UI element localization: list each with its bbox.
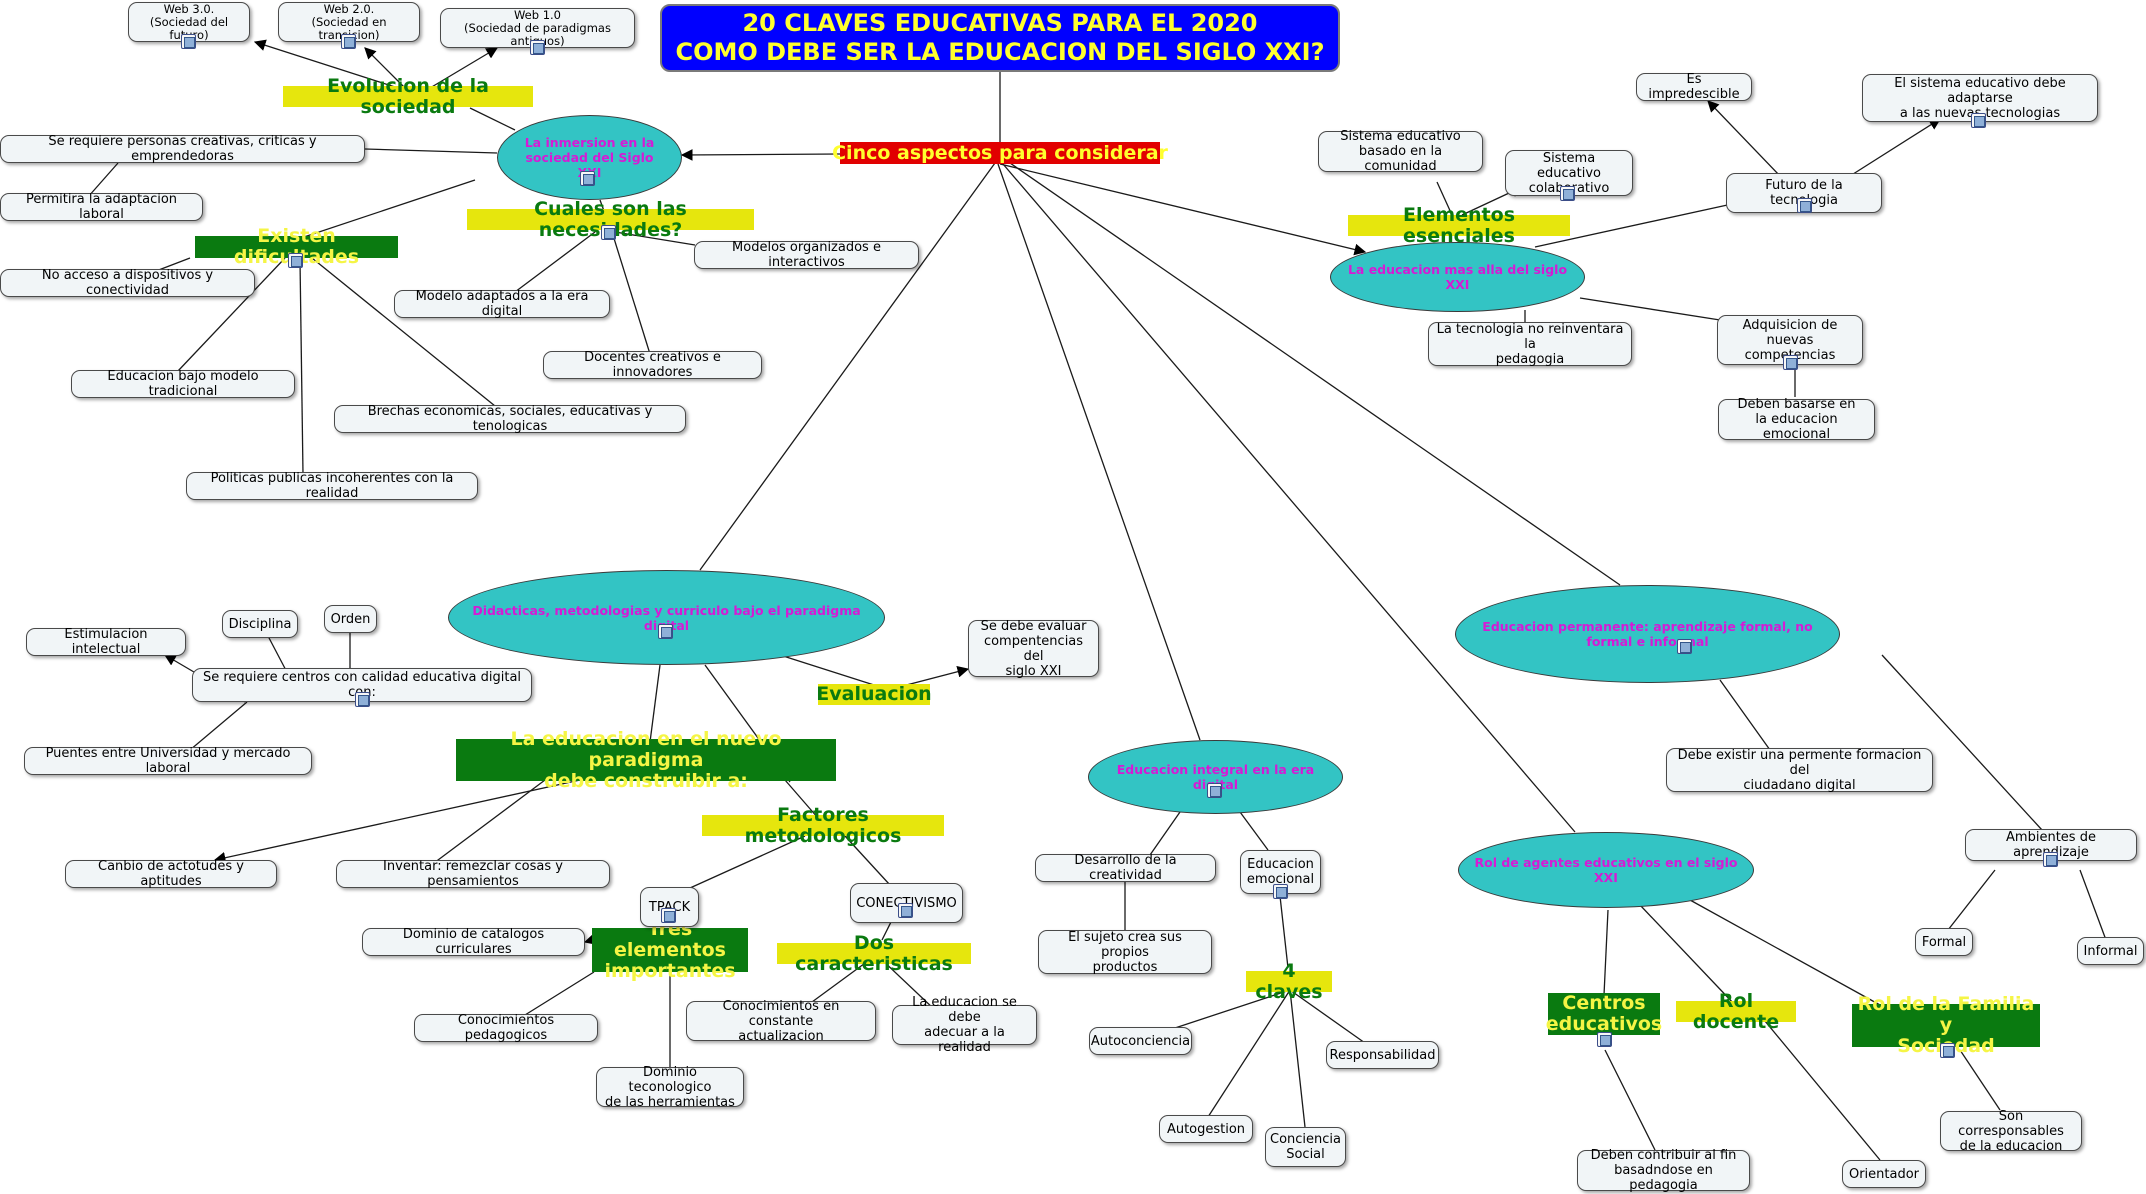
node-adaptacion[interactable]: Permitira la adaptacion laboral <box>0 192 203 222</box>
node-creatividad[interactable]: Desarrollo de la creatividad <box>1035 853 1216 883</box>
node-no-reinventara[interactable]: La tecnologia no reinventara la pedagogi… <box>1428 322 1632 367</box>
node-impredecible[interactable]: Es impredescible <box>1636 72 1752 102</box>
node-pedagogicos[interactable]: Conocimientos pedagogicos <box>414 1013 598 1043</box>
note-icon[interactable] <box>898 903 913 918</box>
label-rol-docente: Rol docente <box>1676 990 1796 1032</box>
label-dos-caracteristicas: Dos caracteristicas <box>777 932 971 974</box>
note-icon[interactable] <box>1677 639 1692 654</box>
label-factores: Factores metodologicos <box>702 804 944 846</box>
node-productos[interactable]: El sujeto crea sus propios productos <box>1038 930 1212 975</box>
topic-agentes[interactable]: Rol de agentes educativos en el siglo XX… <box>1458 832 1754 908</box>
label-evolucion: Evolucion de la sociedad <box>283 75 533 117</box>
node-creativas[interactable]: Se requiere personas creativas, criticas… <box>0 134 365 164</box>
node-conciencia-social[interactable]: Conciencia Social <box>1265 1127 1346 1167</box>
map-title-line1: 20 CLAVES EDUCATIVAS PARA EL 2020 <box>742 9 1258 37</box>
label-evaluacion: Evaluacion <box>816 683 932 705</box>
node-politicas[interactable]: Politicas publicas incoherentes con la r… <box>186 471 478 501</box>
note-icon[interactable] <box>1597 1032 1612 1047</box>
node-tecnologico[interactable]: Dominio teconologico de las herramientas <box>596 1065 744 1110</box>
label-esenciales: Elementos esenciales <box>1348 204 1570 246</box>
note-icon[interactable] <box>1273 884 1288 899</box>
node-modelo-adaptados[interactable]: Modelo adaptados a la era digital <box>394 289 610 319</box>
node-tradicional[interactable]: Educacion bajo modelo tradicional <box>71 369 295 399</box>
node-responsables[interactable]: Son corresponsables de la educacion <box>1940 1109 2082 1154</box>
node-catalogos[interactable]: Dominio de catalogos curriculares <box>362 927 585 957</box>
node-puentes[interactable]: Puentes entre Universidad y mercado labo… <box>24 746 312 776</box>
label-cuatro-claves: 4 claves <box>1246 960 1332 1002</box>
node-web3[interactable]: Web 3.0. (Sociedad del futuro) <box>128 2 250 42</box>
node-adecuar[interactable]: La educacion se debe adecuar a la realid… <box>892 995 1037 1055</box>
note-icon[interactable] <box>1797 198 1812 213</box>
note-icon[interactable] <box>1783 355 1798 370</box>
note-icon[interactable] <box>530 40 545 55</box>
node-orientador[interactable]: Orientador <box>1842 1160 1926 1188</box>
topic-permanente[interactable]: Educacion permanente: aprendizaje formal… <box>1455 585 1840 683</box>
topic-inmersion[interactable]: La inmersion en la sociedad del Siglo XX… <box>497 115 682 200</box>
node-basarse[interactable]: Deben basarse en la educacion emocional <box>1718 397 1875 442</box>
note-icon[interactable] <box>1560 186 1575 201</box>
node-actitudes[interactable]: Canbio de actotudes y aptitudes <box>65 859 277 889</box>
label-centros: Centros educativos <box>1545 992 1663 1035</box>
label-nuevo-paradigma: La educacion en el nuevo paradigma debe … <box>456 728 836 791</box>
note-icon[interactable] <box>181 34 196 49</box>
node-emocional[interactable]: Educacion emocional <box>1240 850 1321 894</box>
note-icon[interactable] <box>1971 113 1986 128</box>
node-autogestion[interactable]: Autogestion <box>1159 1115 1253 1143</box>
node-centros-calidad[interactable]: Se requiere centros con calidad educativ… <box>192 668 532 702</box>
topic-mas-alla[interactable]: La educacion mas alla del siglo XXI <box>1330 242 1585 312</box>
node-estimulacion[interactable]: Estimulacion intelectual <box>26 627 186 657</box>
topic-didacticas[interactable]: Didacticas, metodologias y curriculo baj… <box>448 570 885 665</box>
node-no-acceso[interactable]: No acceso a dispositivos y conectividad <box>0 268 255 298</box>
node-inventar[interactable]: Inventar: remezclar cosas y pensamientos <box>336 859 610 889</box>
node-brechas[interactable]: Brechas economicas, sociales, educativas… <box>334 404 686 434</box>
note-icon[interactable] <box>580 171 595 186</box>
note-icon[interactable] <box>1207 783 1222 798</box>
node-docentes-creativos[interactable]: Docentes creativos e innovadores <box>543 350 762 380</box>
note-icon[interactable] <box>658 624 673 639</box>
note-icon[interactable] <box>661 908 676 923</box>
node-responsabilidad[interactable]: Responsabilidad <box>1326 1041 1439 1069</box>
node-autoconciencia[interactable]: Autoconciencia <box>1089 1027 1192 1055</box>
node-constante[interactable]: Conocimientos en constante actualizacion <box>686 999 876 1044</box>
note-icon[interactable] <box>1940 1043 1955 1058</box>
node-formacion[interactable]: Debe existir una permente formacion del … <box>1666 748 1933 793</box>
note-icon[interactable] <box>601 225 616 240</box>
map-title-line2: COMO DEBE SER LA EDUCACION DEL SIGLO XXI… <box>675 38 1325 66</box>
node-modelos-organizados[interactable]: Modelos organizados e interactivos <box>694 240 919 270</box>
node-adaptarse[interactable]: El sistema educativo debe adaptarse a la… <box>1862 74 2098 122</box>
note-icon[interactable] <box>288 253 303 268</box>
node-formal[interactable]: Formal <box>1915 928 1973 956</box>
node-sistema-comunidad[interactable]: Sistema educativo basado en la comunidad <box>1318 129 1483 174</box>
label-tres-elementos: Tres elementos importantes <box>592 918 748 981</box>
node-informal[interactable]: Informal <box>2077 937 2144 965</box>
node-orden[interactable]: Orden <box>324 605 377 633</box>
hub-label: Cinco aspectos para considerar <box>832 141 1168 164</box>
note-icon[interactable] <box>2043 852 2058 867</box>
topic-integral[interactable]: Educacion integral en la era digital <box>1088 740 1343 814</box>
node-contribuir[interactable]: Deben contribuir al fin basadndose en pe… <box>1577 1148 1750 1193</box>
note-icon[interactable] <box>341 34 356 49</box>
node-disciplina[interactable]: Disciplina <box>222 610 298 638</box>
node-tpack[interactable]: TPACK <box>640 887 699 927</box>
map-title: 20 CLAVES EDUCATIVAS PARA EL 2020 COMO D… <box>660 4 1340 72</box>
note-icon[interactable] <box>355 692 370 707</box>
label-rol-familia: Rol de la Familia y Sociedad <box>1852 994 2040 1057</box>
node-evaluar[interactable]: Se debe evaluar compentencias del siglo … <box>968 619 1099 679</box>
